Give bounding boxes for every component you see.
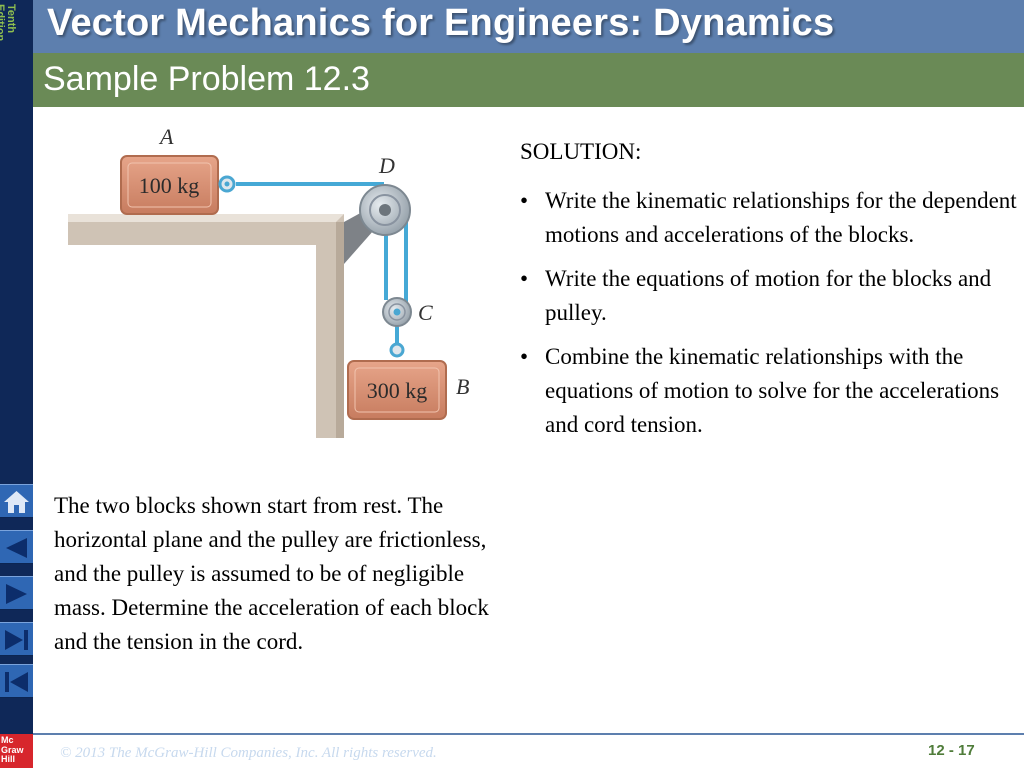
title-bar: Vector Mechanics for Engineers: Dynamics bbox=[33, 0, 1024, 53]
solution-heading: SOLUTION: bbox=[520, 139, 642, 164]
edition-badge: Tenth Edition bbox=[0, 0, 33, 70]
end-button[interactable] bbox=[0, 622, 33, 656]
pulley-diagram: 100 kg 300 kg bbox=[68, 155, 447, 438]
label-a: A bbox=[160, 124, 174, 149]
sidebar: Tenth Edition Mc Graw Hill bbox=[0, 0, 33, 768]
problem-statement: The two blocks shown start from rest. Th… bbox=[54, 493, 489, 654]
home-button[interactable] bbox=[0, 484, 33, 518]
page-title: Vector Mechanics for Engineers: Dynamics bbox=[47, 2, 835, 44]
return-icon bbox=[5, 672, 28, 692]
copyright-text: © 2013 The McGraw-Hill Companies, Inc. A… bbox=[60, 745, 437, 761]
home-icon bbox=[4, 491, 29, 513]
label-c: C bbox=[418, 300, 433, 325]
logo-text: Mc Graw Hill bbox=[1, 735, 24, 764]
pulley-c bbox=[382, 297, 412, 327]
footer-divider bbox=[33, 733, 1024, 735]
block-b-mass: 300 kg bbox=[367, 378, 428, 403]
return-button[interactable] bbox=[0, 664, 33, 698]
next-button[interactable] bbox=[0, 576, 33, 610]
block-a-mass: 100 kg bbox=[139, 173, 200, 198]
label-b: B bbox=[456, 374, 470, 399]
page-subtitle: Sample Problem 12.3 bbox=[43, 60, 370, 98]
next-icon bbox=[6, 584, 27, 604]
solution-step: Combine the kinematic relationships with… bbox=[520, 340, 1018, 442]
solution-steps: Write the kinematic relationships for th… bbox=[520, 184, 1018, 442]
previous-icon bbox=[6, 538, 27, 558]
subtitle-bar: Sample Problem 12.3 bbox=[33, 53, 1024, 107]
solution-section: SOLUTION: Write the kinematic relationsh… bbox=[520, 135, 1018, 452]
mcgraw-hill-logo: Mc Graw Hill bbox=[0, 734, 33, 768]
pulley-d bbox=[359, 184, 411, 236]
label-d: D bbox=[379, 153, 395, 178]
previous-button[interactable] bbox=[0, 530, 33, 564]
edition-text: Tenth Edition bbox=[0, 4, 17, 42]
end-icon bbox=[5, 630, 28, 650]
solution-step: Write the kinematic relationships for th… bbox=[520, 184, 1018, 252]
table bbox=[68, 214, 344, 438]
slide-number: 12 - 17 bbox=[928, 742, 975, 759]
pulley-figure: 100 kg 300 kg A D C B bbox=[66, 118, 506, 448]
solution-step: Write the equations of motion for the bl… bbox=[520, 262, 1018, 330]
block-a bbox=[120, 155, 236, 215]
block-b bbox=[347, 342, 447, 420]
